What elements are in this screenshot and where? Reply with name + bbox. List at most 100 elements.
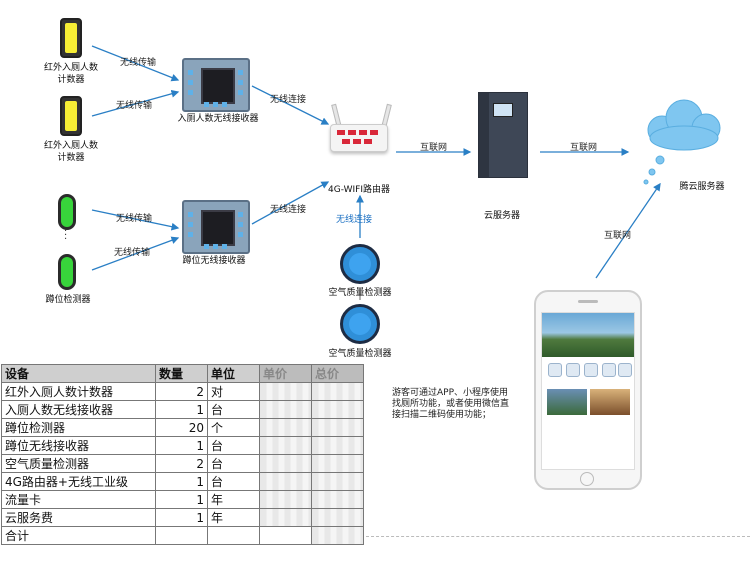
- edge-label-wireless-tx-3: 无线传输: [116, 214, 153, 224]
- cell-quantity: 2: [155, 382, 208, 401]
- cell-blurred: [259, 418, 312, 437]
- people-receiver-label: 入厕人数无线接收器: [177, 114, 259, 124]
- ir-counter-2-label: 红外入厕人数 计数器: [43, 141, 98, 163]
- cell-unit: 台: [207, 436, 260, 455]
- cloud-icon: [643, 99, 721, 185]
- squat-detector-1-icon: [58, 194, 76, 230]
- cell-unit: 个: [207, 418, 260, 437]
- cell-blurred: [311, 526, 364, 545]
- edge-label-internet-2: 互联网: [570, 143, 598, 153]
- cell-unit: 年: [207, 508, 260, 527]
- cell-blurred: [259, 454, 312, 473]
- cell-unit: 台: [207, 454, 260, 473]
- cell-quantity: [155, 526, 208, 545]
- arrow-receiver-to-router: [251, 85, 330, 125]
- cell-device: 蹲位检测器: [1, 418, 156, 437]
- cell-blurred: [311, 436, 364, 455]
- squat-receiver-icon: [182, 200, 250, 254]
- cell-device: 合计: [1, 526, 156, 545]
- header-total-price: 总价: [311, 364, 364, 383]
- cell-device: 入厕人数无线接收器: [1, 400, 156, 419]
- cell-blurred: [259, 472, 312, 491]
- cell-device: 4G路由器+无线工业级: [1, 472, 156, 491]
- header-unit-price: 单价: [259, 364, 312, 383]
- header-device: 设备: [1, 364, 156, 383]
- cell-blurred: [311, 490, 364, 509]
- cell-blurred: [259, 490, 312, 509]
- table-header-row: 设备 数量 单位 单价 总价: [1, 364, 364, 383]
- squat-detector-label: 蹲位检测器: [45, 295, 91, 305]
- cell-blurred: [311, 454, 364, 473]
- cell-blurred: [311, 508, 364, 527]
- cell-quantity: 2: [155, 454, 208, 473]
- edge-label-wireless-conn-2: 无线连接: [270, 205, 307, 215]
- cell-quantity: 1: [155, 436, 208, 455]
- cell-quantity: 1: [155, 472, 208, 491]
- cell-unit: [207, 526, 260, 545]
- arrow-ir1-to-receiver: [91, 45, 180, 82]
- cell-quantity: 20: [155, 418, 208, 437]
- header-quantity: 数量: [155, 364, 208, 383]
- cloud-server-icon: [478, 92, 528, 178]
- edge-label-internet-3: 互联网: [604, 231, 632, 241]
- cell-blurred: [311, 382, 364, 401]
- cell-blurred: [259, 400, 312, 419]
- edge-label-wireless-tx-4: 无线传输: [114, 248, 151, 258]
- people-receiver-icon: [182, 58, 250, 112]
- air-sensor-2-icon: [340, 304, 380, 344]
- cell-quantity: 1: [155, 490, 208, 509]
- cell-device: 云服务费: [1, 508, 156, 527]
- arrow-squat1-to-receiver: [91, 209, 180, 231]
- cell-blurred: [259, 382, 312, 401]
- cell-blurred: [311, 472, 364, 491]
- router-label: 4G-WIFI路由器: [328, 185, 390, 195]
- ir-counter-1-icon: [60, 18, 82, 58]
- table-row-total: 合计: [1, 526, 364, 545]
- cell-blurred: [259, 436, 312, 455]
- cell-device: 空气质量检测器: [1, 454, 156, 473]
- edge-label-wireless-conn-3: 无线连接: [336, 215, 373, 225]
- air-sensor-1-icon: [340, 244, 380, 284]
- tengyun-server-label: 腾云服务器: [679, 182, 725, 192]
- edge-label-internet-1: 互联网: [420, 143, 448, 153]
- ir-counter-1-label: 红外入厕人数 计数器: [43, 63, 98, 85]
- air-sensor-1-label: 空气质量检测器: [328, 288, 392, 298]
- cell-empty: [259, 526, 312, 545]
- cell-device: 红外入厕人数计数器: [1, 382, 156, 401]
- cell-device: 流量卡: [1, 490, 156, 509]
- cell-unit: 台: [207, 472, 260, 491]
- cell-blurred: [311, 418, 364, 437]
- header-unit: 单位: [207, 364, 260, 383]
- cell-blurred: [311, 400, 364, 419]
- cell-quantity: 1: [155, 508, 208, 527]
- squat-detector-2-icon: [58, 254, 76, 290]
- smartphone-icon: [534, 290, 642, 490]
- cloud-server-label: 云服务器: [483, 211, 520, 221]
- tourist-note: 游客可通过APP、小程序使用找厕所功能，或者使用微信直接扫描二维码使用功能；: [392, 388, 510, 420]
- cell-unit: 年: [207, 490, 260, 509]
- cell-unit: 对: [207, 382, 260, 401]
- air-sensor-2-label: 空气质量检测器: [328, 349, 392, 359]
- arrow-squat-receiver-to-router: [251, 181, 330, 225]
- edge-label-wireless-tx-2: 无线传输: [116, 101, 153, 111]
- ir-counter-2-icon: [60, 96, 82, 136]
- cell-quantity: 1: [155, 400, 208, 419]
- cell-device: 蹲位无线接收器: [1, 436, 156, 455]
- arrow-squat2-to-receiver: [91, 236, 180, 271]
- cell-blurred: [259, 508, 312, 527]
- ellipsis-dots: · · ·: [64, 226, 68, 245]
- edge-label-wireless-tx-1: 无线传输: [120, 58, 157, 68]
- edge-label-wireless-conn-1: 无线连接: [270, 95, 307, 105]
- squat-receiver-label: 蹲位无线接收器: [182, 256, 246, 266]
- cell-unit: 台: [207, 400, 260, 419]
